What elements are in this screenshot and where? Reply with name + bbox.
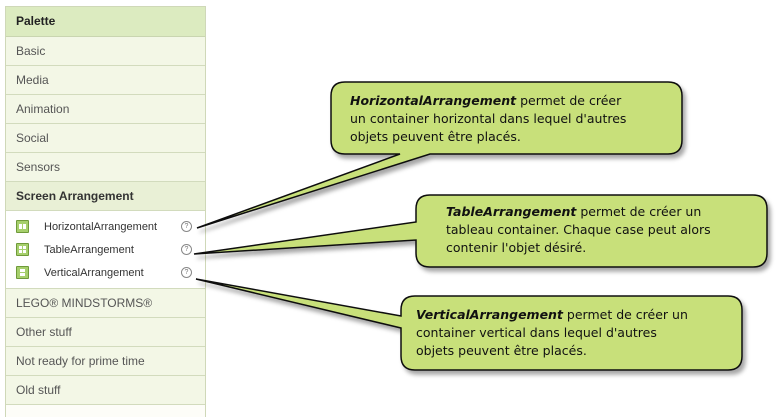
- callout-line: objets peuvent être placés.: [350, 129, 521, 144]
- callout-term: TableArrangement: [446, 204, 577, 219]
- table-arrangement-icon: [16, 243, 29, 256]
- palette-header: Palette: [6, 7, 205, 37]
- callout-line: permet de créer un: [576, 204, 702, 219]
- component-label: TableArrangement: [44, 243, 134, 256]
- callout-line: un container horizontal dans lequel d'au…: [350, 111, 627, 126]
- component-table-arrangement[interactable]: TableArrangement ?: [6, 238, 205, 261]
- callout-horizontal-text: HorizontalArrangement permet de créer un…: [350, 92, 680, 146]
- component-label: VerticalArrangement: [44, 266, 144, 279]
- callout-vertical-text: VerticalArrangement permet de créer un c…: [416, 306, 741, 360]
- callout-line: permet de créer un: [562, 307, 688, 322]
- component-list: HorizontalArrangement ? TableArrangement…: [6, 211, 205, 289]
- callout-line: container vertical dans lequel d'autres: [416, 325, 657, 340]
- category-animation[interactable]: Animation: [6, 95, 205, 124]
- category-basic[interactable]: Basic: [6, 37, 205, 66]
- callout-line: contenir l'objet désiré.: [446, 240, 587, 255]
- callout-term: VerticalArrangement: [416, 307, 563, 322]
- help-icon[interactable]: ?: [181, 244, 192, 255]
- callout-line: tableau container. Chaque case peut alor…: [446, 222, 711, 237]
- callout-line: permet de créer: [516, 93, 622, 108]
- callout-horizontal-shape: [196, 81, 683, 229]
- category-old-stuff[interactable]: Old stuff: [6, 376, 205, 405]
- component-vertical-arrangement[interactable]: VerticalArrangement ?: [6, 261, 205, 284]
- callout-table-shape: [193, 194, 768, 268]
- callout-line: objets peuvent être placés.: [416, 343, 587, 358]
- category-media[interactable]: Media: [6, 66, 205, 95]
- category-screen-arrangement[interactable]: Screen Arrangement: [6, 182, 205, 211]
- category-not-ready[interactable]: Not ready for prime time: [6, 347, 205, 376]
- help-icon[interactable]: ?: [181, 221, 192, 232]
- help-icon[interactable]: ?: [181, 267, 192, 278]
- category-social[interactable]: Social: [6, 124, 205, 153]
- callout-term: HorizontalArrangement: [350, 93, 517, 108]
- category-sensors[interactable]: Sensors: [6, 153, 205, 182]
- vertical-arrangement-icon: [16, 266, 29, 279]
- component-label: HorizontalArrangement: [44, 220, 158, 233]
- callout-vertical-shape: [195, 278, 743, 371]
- palette-panel: Palette Basic Media Animation Social Sen…: [5, 6, 206, 417]
- component-horizontal-arrangement[interactable]: HorizontalArrangement ?: [6, 215, 205, 238]
- category-other-stuff[interactable]: Other stuff: [6, 318, 205, 347]
- callout-table-text: TableArrangement permet de créer un tabl…: [446, 203, 766, 257]
- category-lego-mindstorms[interactable]: LEGO® MINDSTORMS®: [6, 289, 205, 318]
- horizontal-arrangement-icon: [16, 220, 29, 233]
